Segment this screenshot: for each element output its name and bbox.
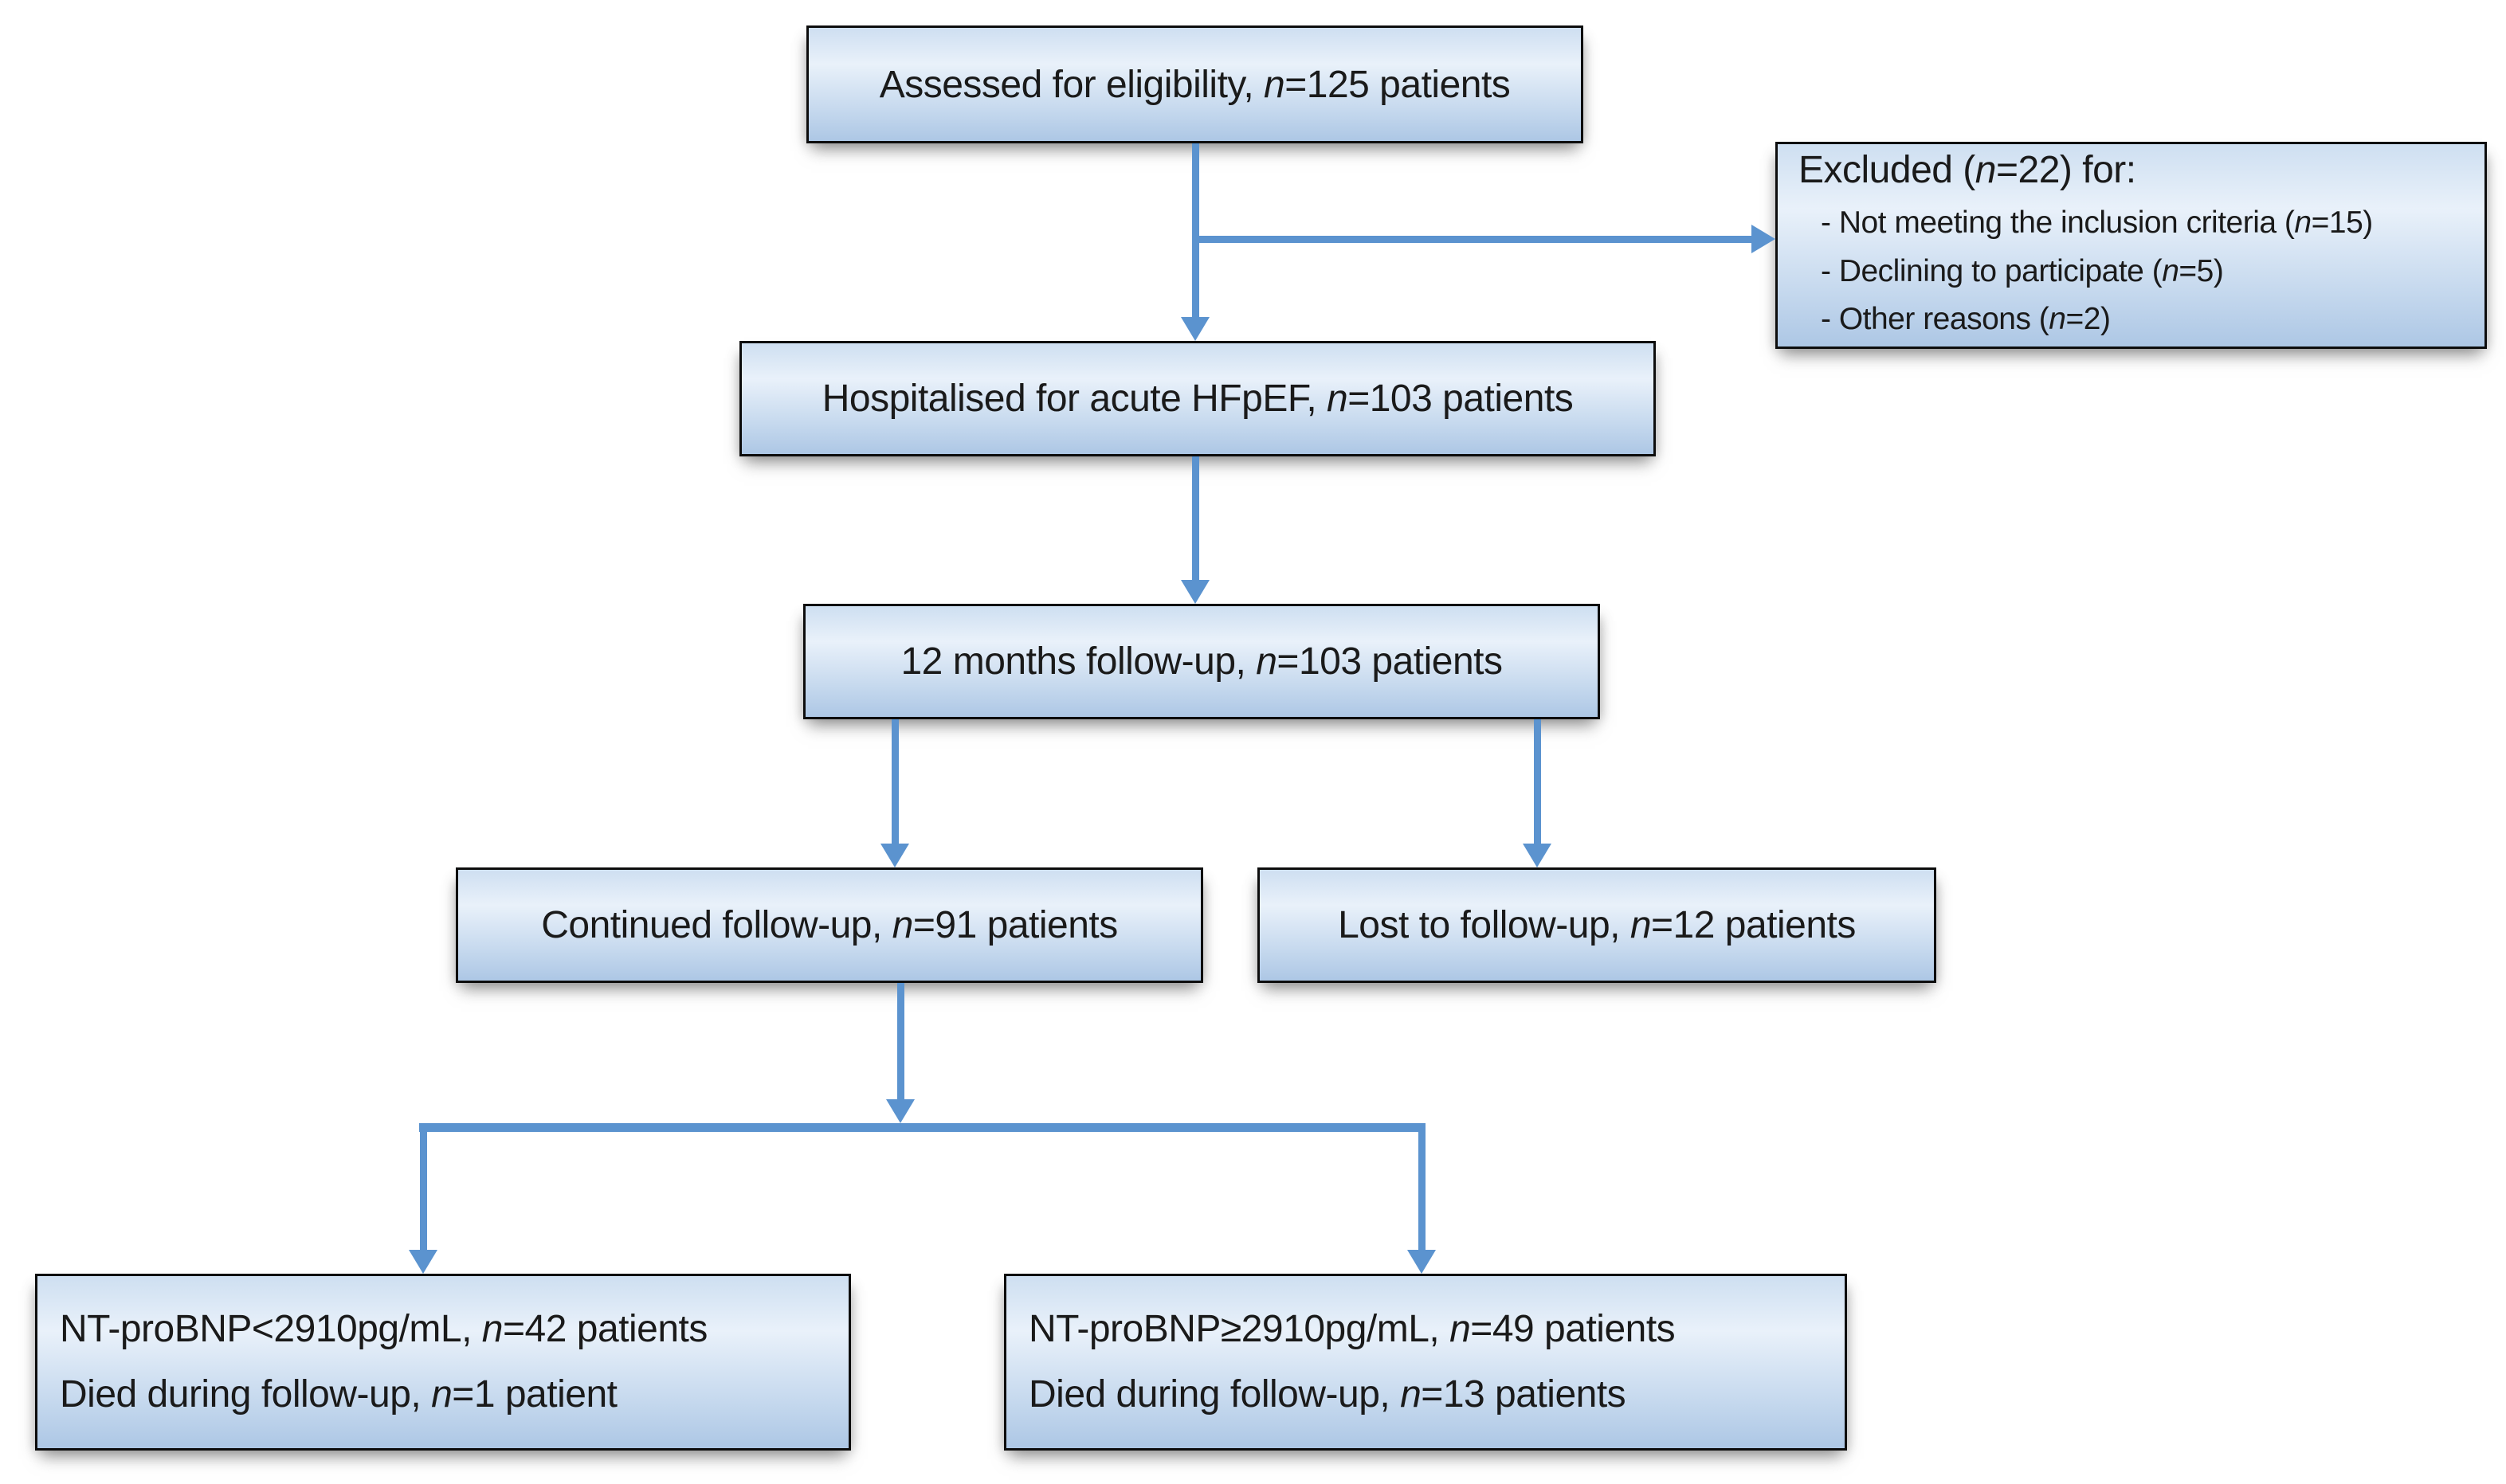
box-lost-label: Lost to follow-up, n=12 patients	[1338, 904, 1856, 946]
excluded-item-other: - Other reasons (n=2)	[1821, 302, 2111, 337]
box-excluded: Excluded (n=22) for: - Not meeting the i…	[1775, 142, 2487, 349]
box-lost-to-follow-up: Lost to follow-up, n=12 patients	[1257, 867, 1936, 983]
connector-split-to-bnp-low	[420, 1132, 427, 1251]
excluded-item-declined: - Declining to participate (n=5)	[1821, 253, 2224, 288]
arrowhead-down-to-bnp-low	[409, 1250, 437, 1274]
box-hospitalised-label: Hospitalised for acute HFpEF, n=103 pati…	[822, 378, 1574, 420]
box-continued-follow-up: Continued follow-up, n=91 patients	[456, 867, 1203, 983]
bnp-low-line-2: Died during follow-up, n=1 patient	[60, 1373, 618, 1415]
arrowhead-down-to-lost	[1523, 844, 1551, 867]
connector-continued-to-split	[897, 983, 904, 1101]
bnp-high-line-2: Died during follow-up, n=13 patients	[1029, 1373, 1626, 1415]
excluded-item-inclusion-criteria: - Not meeting the inclusion criteria (n=…	[1821, 206, 2373, 241]
bnp-low-line-1: NT-proBNP<2910pg/mL, n=42 patients	[60, 1308, 708, 1351]
box-assessed-for-eligibility: Assessed for eligibility, n=125 patients	[806, 25, 1583, 143]
arrowhead-right-to-excluded	[1751, 225, 1775, 253]
box-ntprobnp-low: NT-proBNP<2910pg/mL, n=42 patients Died …	[35, 1274, 851, 1451]
connector-branch-to-excluded	[1192, 236, 1751, 243]
bnp-high-line-1: NT-proBNP≥2910pg/mL, n=49 patients	[1029, 1308, 1676, 1351]
box-ntprobnp-high: NT-proBNP≥2910pg/mL, n=49 patients Died …	[1004, 1274, 1847, 1451]
arrowhead-down-to-hospitalised	[1181, 317, 1210, 341]
excluded-title: Excluded (n=22) for:	[1798, 149, 2136, 192]
arrowhead-down-to-continued	[880, 844, 909, 867]
box-12-months-follow-up: 12 months follow-up, n=103 patients	[803, 604, 1600, 719]
box-hospitalised-hfpef: Hospitalised for acute HFpEF, n=103 pati…	[739, 341, 1656, 456]
box-follow12-label: 12 months follow-up, n=103 patients	[900, 640, 1503, 683]
arrowhead-down-to-bnp-high	[1407, 1250, 1436, 1274]
connector-split-to-bnp-high	[1418, 1132, 1426, 1251]
connector-follow12-to-lost	[1534, 719, 1541, 845]
box-assessed-label: Assessed for eligibility, n=125 patients	[879, 63, 1511, 106]
box-continued-label: Continued follow-up, n=91 patients	[541, 904, 1118, 946]
connector-hospitalised-to-follow12	[1192, 456, 1199, 581]
connector-assessed-to-hospitalised	[1192, 143, 1199, 319]
arrowhead-down-to-split-bar	[886, 1099, 915, 1123]
connector-follow12-to-continued	[892, 719, 899, 845]
arrowhead-down-to-follow12	[1181, 580, 1210, 604]
split-bar	[419, 1123, 1426, 1132]
